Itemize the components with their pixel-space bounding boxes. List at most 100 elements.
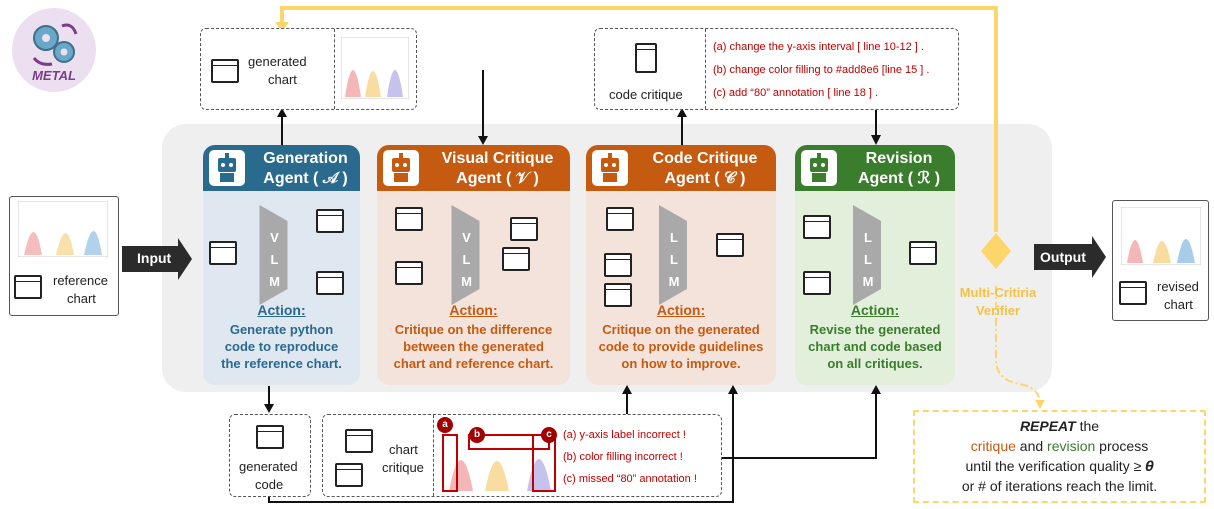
action-line: chart and reference chart.: [393, 356, 554, 371]
revised-chart-box: revised chart: [1112, 200, 1209, 321]
repeat-revision-word: revision: [1047, 438, 1096, 454]
code-critique-label: code critique: [609, 87, 683, 102]
action-description: Generate python code to reproduce the re…: [207, 321, 356, 372]
code-critique-icon: [635, 43, 657, 73]
divider: [334, 29, 335, 109]
action-description: Critique on the difference between the g…: [381, 321, 566, 372]
reference-chart-box: reference chart: [9, 196, 119, 316]
model-trapezoid: [451, 205, 480, 305]
robot-icon: [801, 150, 837, 186]
action-line: code to reproduce: [224, 339, 339, 354]
robot-icon: [209, 150, 245, 186]
robot-icon: [592, 150, 628, 186]
action-line: code to provide guidelines: [598, 339, 764, 354]
action-line: Revise the generated: [809, 322, 941, 337]
input-label: Input: [137, 250, 172, 266]
chart-critique-item-a: (a) y-axis label incorrect !: [563, 429, 686, 441]
model-letter: L: [864, 252, 872, 267]
chart-or-code-icon: [395, 207, 423, 231]
marker-c: c: [541, 427, 557, 443]
agent-title: Generation: [263, 150, 348, 167]
chart-or-code-icon: [606, 207, 634, 231]
robot-icon: [383, 150, 419, 186]
code-icon: [256, 425, 284, 449]
action-heading: Action:: [850, 302, 900, 318]
reference-chart-label-1: reference: [53, 273, 108, 288]
action-line: Critique on the difference: [394, 322, 553, 337]
model-letter: L: [864, 230, 872, 245]
generated-code-label-2: code: [255, 477, 284, 492]
revised-chart-label-2: chart: [1164, 297, 1193, 312]
action-line: Generate python: [229, 322, 334, 337]
input-arrow-shape: [122, 238, 192, 280]
model-letter: L: [670, 230, 678, 245]
logo-text: METAL: [32, 68, 76, 83]
generated-code-label-1: generated: [239, 459, 298, 474]
agent-subtitle: Agent ( 𝒱 ): [456, 170, 539, 187]
repeat-process: process: [1095, 438, 1149, 454]
model-letter: M: [862, 274, 874, 289]
repeat-and: and: [1015, 438, 1048, 454]
action-description: Critique on the generated code to provid…: [590, 321, 772, 372]
chart-critique-item-c: (c) missed “80” annotation !: [563, 473, 697, 485]
bar-chart-icon: [211, 59, 239, 83]
chart-or-code-icon: [604, 283, 632, 307]
agent-title: Revision: [865, 150, 933, 167]
model-letter: M: [668, 274, 680, 289]
code-critique-item-a: (a) change the y-axis interval [ line 10…: [713, 41, 924, 53]
chart-critique-label-2: critique: [382, 460, 424, 475]
generated-chart-label-1: generated: [248, 54, 307, 69]
model-letter: V: [270, 230, 279, 245]
chart-or-code-icon: [395, 261, 423, 285]
repeat-line-3: until the verification quality ≥ 𝜽: [965, 458, 1154, 474]
feedback-loop-arrowhead: [275, 22, 289, 32]
verifier-label-1: Multi-Critiria: [959, 285, 1037, 300]
gears-icon: [32, 23, 78, 66]
chart-critique-box: chart critique a b c (a) y-axis label in…: [322, 414, 722, 497]
code-critique-item-b: (b) change color filling to #add8e6 [lin…: [713, 64, 930, 76]
model-letter: M: [461, 274, 472, 289]
chart-or-code-icon: [209, 241, 237, 265]
line-chart-icon: [14, 275, 42, 299]
action-heading: Action:: [449, 302, 498, 318]
marker-a: a: [437, 417, 453, 433]
output-label: Output: [1040, 249, 1086, 265]
revised-chart-thumbnail: [1121, 207, 1201, 265]
agent-title: Visual Critique: [441, 150, 554, 167]
chart-critique-item-b: (b) color filling incorrect !: [563, 451, 683, 463]
action-heading: Action:: [257, 302, 306, 318]
marker-b: b: [469, 427, 485, 443]
model-letter: L: [462, 252, 471, 267]
model-trapezoid: [853, 205, 881, 305]
model-trapezoid: [659, 205, 687, 305]
repeat-word: REPEAT: [1019, 418, 1076, 434]
code-critique-item-c: (c) add “80” annotation [ line 18 ] .: [713, 87, 879, 99]
reference-chart-label-2: chart: [67, 291, 96, 306]
code-critique-box: code critique (a) change the y-axis inte…: [594, 28, 959, 110]
metal-logo: METAL: [12, 8, 96, 92]
chart-or-code-icon: [716, 233, 744, 257]
generated-chart-label-2: chart: [268, 72, 297, 87]
bar-chart-icon: [335, 463, 363, 487]
repeat-line-4: or # of iterations reach the limit.: [961, 478, 1158, 494]
generated-chart-thumbnail: [341, 37, 409, 99]
divider: [433, 415, 434, 496]
repeat-critique-word: critique: [970, 438, 1016, 454]
action-line: between the generated: [403, 339, 544, 354]
verifier-label-2: Verifier: [975, 303, 1021, 318]
model-letter: V: [462, 230, 471, 245]
generated-code-box: generated code: [229, 414, 311, 497]
revised-chart-label-1: revised: [1157, 279, 1199, 294]
chart-critique-label-1: chart: [389, 442, 418, 457]
feedback-loop-line: [280, 6, 998, 232]
model-trapezoid: [259, 205, 288, 305]
